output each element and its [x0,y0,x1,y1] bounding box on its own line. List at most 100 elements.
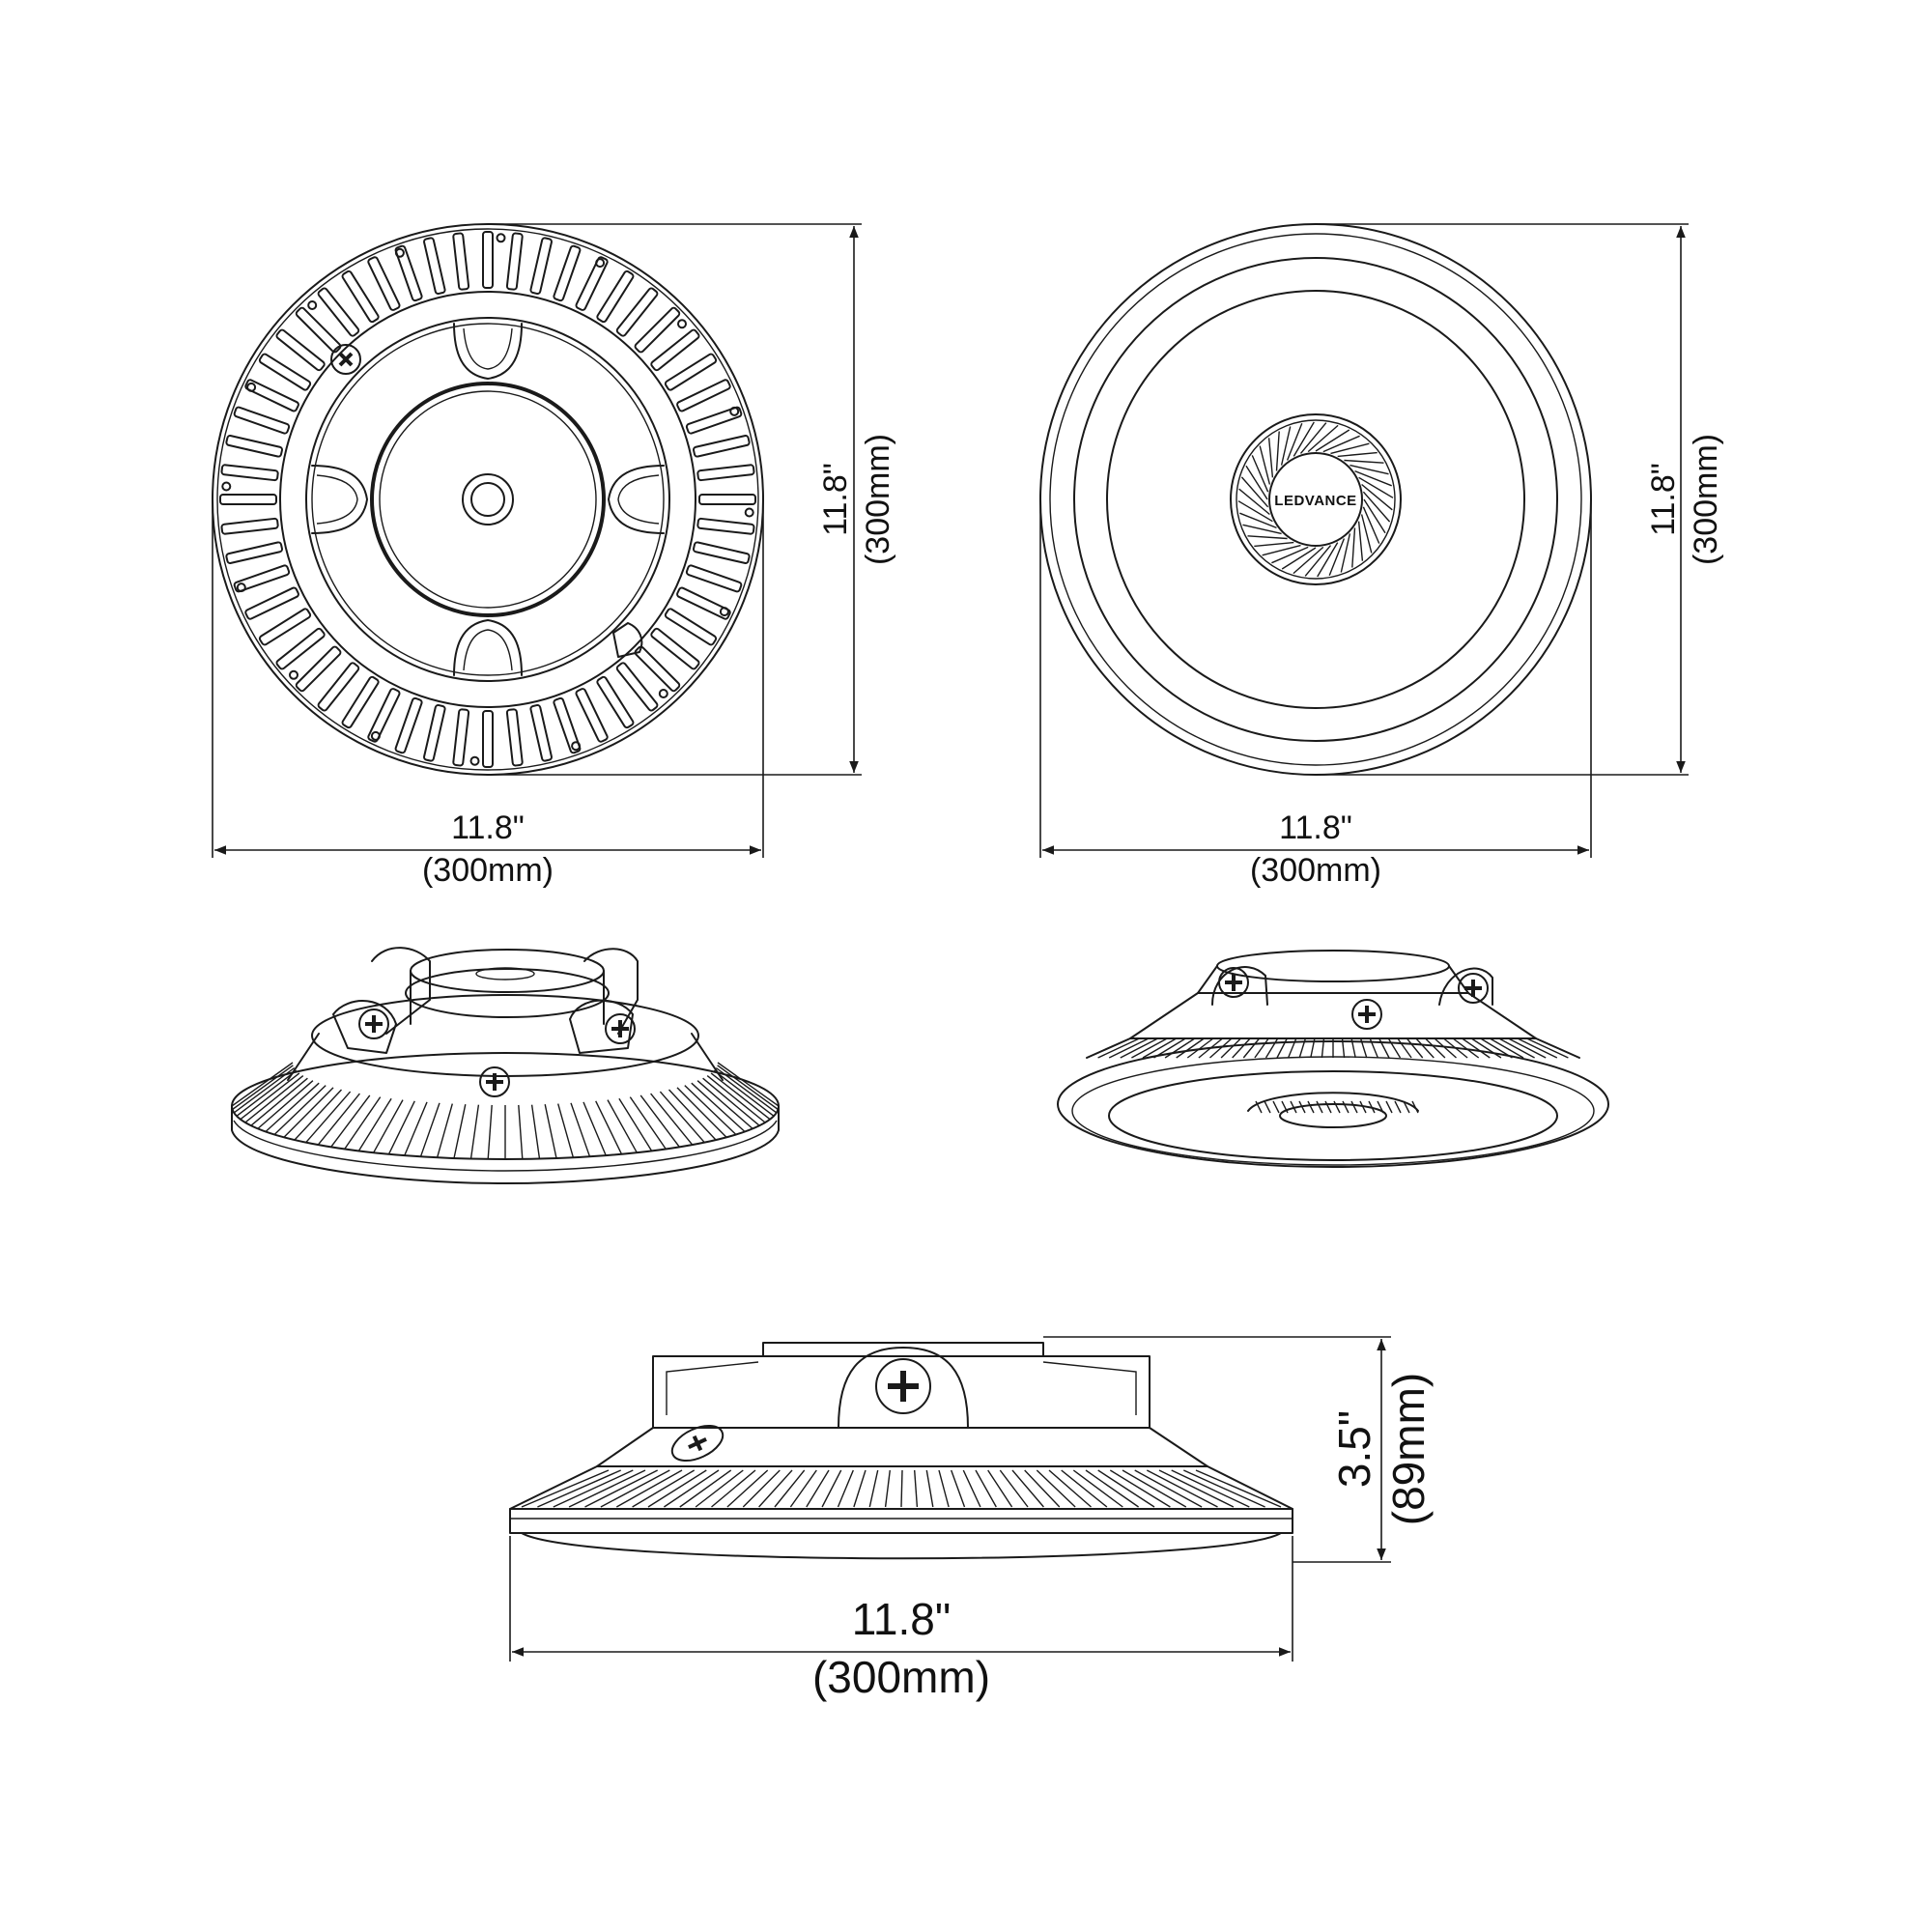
heatsink-fin [317,287,360,337]
side-view-heatsink-fins [521,1469,1282,1508]
sensor-fin [1262,544,1301,556]
sensor-fin [1281,547,1317,570]
heatsink-fin [584,1469,659,1508]
sensor-fin [1351,527,1356,568]
heatsink-fin [1061,1469,1108,1508]
sensor-fin [1299,422,1327,454]
heatsink-fin [629,1096,667,1150]
sensor-fin [1324,1100,1332,1114]
heatsink-fin [482,231,494,289]
sensor-fin [1264,1100,1271,1114]
rim-bolt [289,669,298,680]
heatsink-fin [394,244,423,302]
heatsink-fin [1176,1037,1205,1059]
side-view-mounting-lug [838,1347,969,1429]
heatsink-fin [1526,1037,1569,1059]
heatsink-fin [530,1104,541,1159]
heatsink-fin [317,1093,360,1146]
sensor-fin [1267,438,1274,478]
heatsink-fin [715,1066,778,1114]
heatsink-fin [294,1089,343,1141]
heatsink-fin [1036,1469,1076,1508]
heatsink-fin [650,1093,694,1146]
heatsink-fin [225,541,283,564]
sensor-fin [1333,1100,1341,1114]
heatsink-fin [685,564,743,593]
heatsink-fin [711,1469,756,1508]
top-view-width-mm: (300mm) [422,852,554,889]
side-view-width-inches: 11.8" [852,1594,951,1644]
heatsink-fin [220,517,279,535]
heatsink-fin [1264,1037,1279,1059]
heatsink-fin [1498,1037,1535,1059]
heatsink-fin [1164,1037,1196,1059]
heatsink-fin [691,1082,746,1133]
heatsink-fin [821,1469,842,1508]
heatsink-fin [1131,1037,1168,1059]
heatsink-fin [305,1091,352,1144]
heatsink-fin [283,1087,334,1138]
sensor-fin [1328,538,1346,576]
heatsink-fin [344,1096,382,1150]
bottom-view: LEDVANCE 11.8" (300mm) 11.8" (300mm) [1039,223,1724,889]
heatsink-fin [639,1094,680,1148]
isometric-top-heatsink-fins [231,1062,780,1159]
heatsink-fin [1321,1037,1325,1059]
heatsink-fin [676,379,731,412]
heatsink-fin [1048,1469,1092,1508]
rim-bolt [595,258,606,269]
bottom-view-width-inches: 11.8" [1279,810,1352,846]
heatsink-fin [975,1469,997,1508]
heatsink-fin [685,406,743,435]
heatsink-fin [233,1066,296,1114]
heatsink-fin [537,1469,621,1508]
heatsink-fin [664,353,718,391]
sensor-fin [1322,435,1360,453]
heatsink-fin [275,627,326,670]
heatsink-fin [676,1087,727,1138]
heatsink-fin [557,1103,575,1158]
heatsink-fin [1146,1469,1218,1508]
rim-bolt [236,582,246,593]
sensor-fin [1362,506,1380,544]
heatsink-fin [1359,1037,1368,1059]
heatsink-fin [615,287,659,337]
heatsink-fin [713,1069,775,1117]
heatsink-fin [914,1469,919,1508]
heatsink-fin [273,1085,327,1136]
rim-bolt [370,730,381,741]
heatsink-fin [1350,1037,1356,1059]
rim-bolt [496,233,506,243]
heatsink-fin [1120,1037,1158,1059]
heatsink-fin [696,1080,753,1129]
heatsink-fin [659,1091,705,1144]
heatsink-fin [650,627,700,670]
heatsink-fin [676,586,731,620]
sensor-fin [1237,500,1273,523]
heatsink-fin [1097,1037,1140,1059]
heatsink-fin [1134,1469,1203,1508]
heatsink-fin [1220,1037,1241,1059]
heatsink-fin [1378,1037,1390,1059]
sensor-fin [1239,512,1277,529]
heatsink-fin [684,1085,737,1136]
side-view-top-cap [762,1342,1044,1357]
bottom-view-brand-logo: LEDVANCE [1274,493,1356,509]
heatsink-fin [1508,1037,1547,1059]
top-view-vent-tab [612,622,643,658]
heatsink-fin [553,244,582,302]
heatsink-fin [453,1104,467,1159]
heatsink-fin [789,1469,817,1508]
isometric-bottom-screw-icon [1350,998,1383,1031]
top-view-center-hub [370,382,606,617]
sensor-fin [1245,465,1268,500]
side-view: 11.8" (300mm) 3.5" (89mm) [509,1336,1434,1702]
heatsink-fin [668,1089,717,1141]
heatsink-fin [357,1097,392,1151]
heatsink-fin [404,1101,428,1156]
heatsink-fin [265,1082,320,1133]
heatsink-fin [698,494,756,505]
heatsink-fin [618,1097,653,1151]
sensor-fin [1293,421,1315,457]
sensor-fin [1350,1100,1358,1114]
